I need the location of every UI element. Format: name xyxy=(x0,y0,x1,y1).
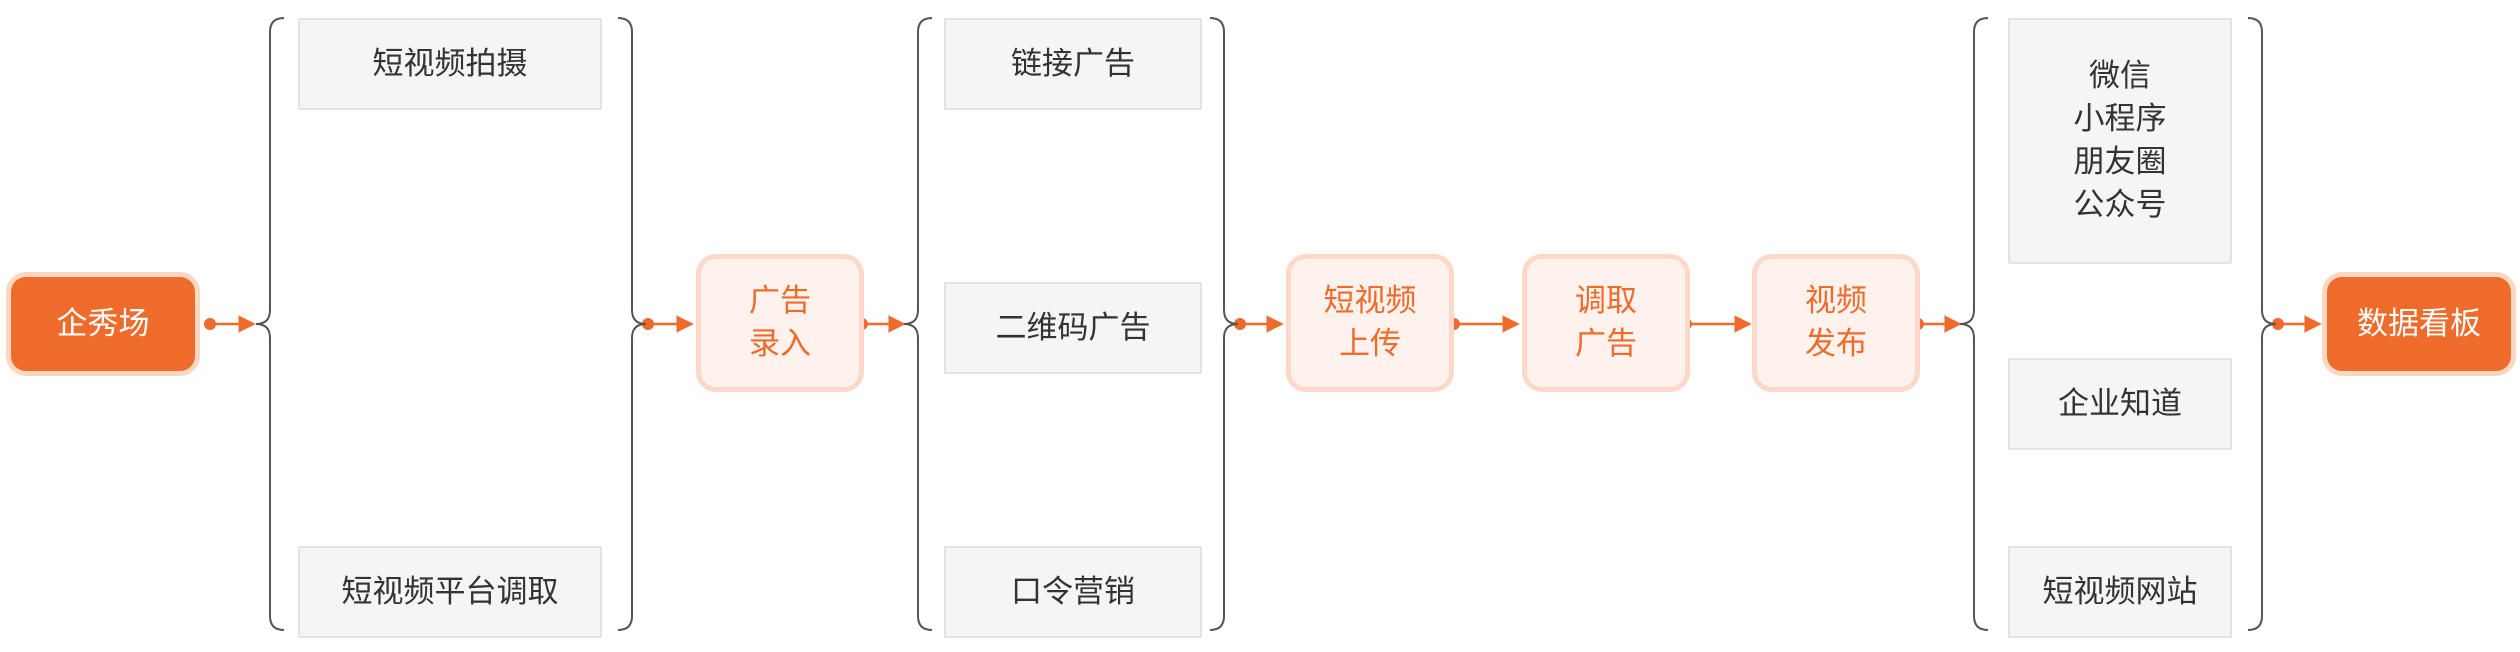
source-item-label: 短视频拍摄 xyxy=(372,45,528,82)
bracket-ad-types-open xyxy=(903,17,933,631)
bracket-channels-open xyxy=(1959,17,1989,631)
ad-type-label: 链接广告 xyxy=(1011,45,1135,82)
bracket-channels-close xyxy=(2247,17,2277,631)
publish-line1: 视频 xyxy=(1805,283,1867,320)
ad-entry-node: 广告 录入 xyxy=(696,254,864,392)
publish-node: 视频 发布 xyxy=(1752,254,1920,392)
connector-sources-to-ad-entry xyxy=(642,315,694,333)
connector-start-to-sources xyxy=(204,315,256,333)
publish-line2: 发布 xyxy=(1805,326,1867,362)
upload-node: 短视频 上传 xyxy=(1286,254,1454,392)
channel-mini-program: 小程序 xyxy=(2073,101,2167,138)
channel-wechat: 微信 xyxy=(2089,58,2151,95)
end-node-label: 数据看板 xyxy=(2357,305,2481,342)
ad-type-item: 链接广告 xyxy=(944,18,1202,110)
fetch-ad-line1: 调取 xyxy=(1575,283,1637,320)
fetch-ad-node: 调取 广告 xyxy=(1522,254,1690,392)
start-node-label: 企秀场 xyxy=(56,305,150,342)
end-node: 数据看板 xyxy=(2322,272,2516,376)
channel-video-site: 短视频网站 xyxy=(2008,546,2232,638)
upload-line1: 短视频 xyxy=(1323,283,1417,320)
channel-official-account: 公众号 xyxy=(2073,186,2167,223)
fetch-ad-line2: 广告 xyxy=(1575,326,1637,362)
connector-fetch-ad-to-publish xyxy=(1680,315,1752,333)
ad-entry-line1: 广告 xyxy=(749,283,811,320)
ad-type-label: 口令营销 xyxy=(1011,573,1135,610)
ad-type-label: 二维码广告 xyxy=(995,309,1151,346)
source-item: 短视频拍摄 xyxy=(298,18,602,110)
channel-moments: 朋友圈 xyxy=(2073,144,2167,180)
connector-upload-to-fetch-ad xyxy=(1448,315,1520,333)
ad-entry-line2: 录入 xyxy=(749,326,811,362)
start-node: 企秀场 xyxy=(6,272,200,376)
source-item-label: 短视频平台调取 xyxy=(341,573,559,610)
upload-line2: 上传 xyxy=(1339,326,1401,362)
bracket-sources-close xyxy=(617,17,647,631)
bracket-ad-types-close xyxy=(1209,17,1239,631)
channel-video-site-label: 短视频网站 xyxy=(2042,573,2198,610)
source-item: 短视频平台调取 xyxy=(298,546,602,638)
channel-enterprise: 企业知道 xyxy=(2008,358,2232,450)
ad-type-item: 二维码广告 xyxy=(944,282,1202,374)
channel-wechat-group: 微信 小程序 朋友圈 公众号 xyxy=(2008,18,2232,264)
ad-type-item: 口令营销 xyxy=(944,546,1202,638)
channel-enterprise-label: 企业知道 xyxy=(2058,385,2182,422)
bracket-sources-open xyxy=(255,17,285,631)
connector-ad-types-to-upload xyxy=(1234,315,1284,333)
connector-channels-to-end xyxy=(2272,315,2322,333)
